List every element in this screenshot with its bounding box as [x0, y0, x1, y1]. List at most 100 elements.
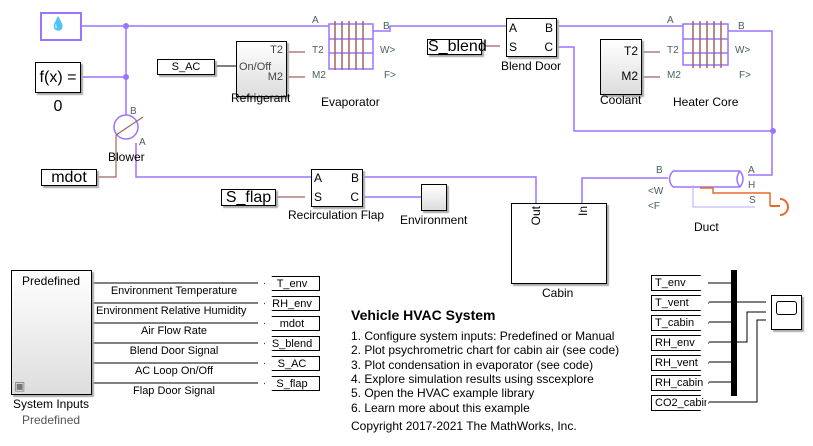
port-b: B — [350, 171, 359, 185]
s-ac-label: S_AC — [171, 61, 201, 73]
mdot-label: mdot — [51, 169, 87, 186]
bus-creator — [731, 270, 737, 396]
from-label: RH_vent — [655, 357, 698, 369]
system-inputs-block[interactable]: Predefined ▣ — [11, 270, 92, 395]
blend-door-block[interactable]: A B S C — [506, 18, 557, 57]
notes-heading: Vehicle HVAC System — [351, 307, 496, 323]
heater-core-label: Heater Core — [673, 95, 739, 109]
droplets-icon: 💧 — [50, 16, 67, 31]
duct-port-a: A — [748, 165, 755, 176]
s-blend-label: S_blend — [428, 38, 487, 55]
signal-label: Environment Temperature — [110, 285, 238, 297]
constraint-label: f(x) = 0 — [39, 69, 77, 115]
port-t2: T2 — [623, 44, 638, 58]
port-b: B — [544, 21, 553, 35]
refrigerant-block[interactable]: On/Off T2 M2 — [236, 41, 287, 97]
evaporator-label: Evaporator — [321, 95, 380, 109]
goto-label: T_env — [276, 278, 308, 290]
note-link[interactable]: 4. Explore simulation results using ssce… — [351, 371, 594, 386]
evap-port-m2: M2 — [312, 70, 326, 81]
from-label: T_env — [655, 277, 686, 289]
blower-label: Blower — [108, 150, 145, 164]
hc-port-t2: T2 — [667, 45, 679, 56]
from-tag[interactable]: CO2_cabin — [651, 395, 709, 411]
port-in: In — [576, 206, 590, 217]
signal-label: Flap Door Signal — [133, 385, 215, 397]
goto-tag[interactable]: T_env — [264, 276, 320, 291]
signal-label: AC Loop On/Off — [134, 365, 214, 377]
duct-port-f: <F — [648, 201, 660, 212]
copyright: Copyright 2017-2021 The MathWorks, Inc. — [351, 419, 577, 433]
system-inputs-label: System Inputs — [13, 397, 90, 411]
goto-label: S_AC — [277, 358, 307, 370]
goto-tag[interactable]: S_flap — [264, 376, 320, 391]
s-ac-from[interactable]: S_AC — [157, 59, 215, 75]
port-m2: M2 — [267, 71, 283, 83]
port-t2: T2 — [270, 44, 283, 56]
blower-port-a: A — [139, 137, 146, 148]
port-s: S — [314, 190, 323, 204]
evaporator-grid — [328, 23, 374, 70]
duct-port-w: <W — [648, 186, 664, 197]
from-label: CO2_cabin — [655, 397, 709, 409]
cabin-block[interactable]: Out In — [511, 203, 607, 284]
recirculation-flap-label: Recirculation Flap — [288, 208, 385, 222]
s-blend-from[interactable]: S_blend — [427, 39, 487, 55]
from-label: T_cabin — [655, 317, 695, 329]
cabin-label: Cabin — [542, 286, 574, 300]
goto-tag[interactable]: mdot — [264, 316, 320, 331]
note-link[interactable]: 3. Plot condensation in evaporator (see … — [351, 357, 594, 372]
port-m2: M2 — [621, 69, 638, 83]
hc-port-f: F> — [739, 70, 751, 81]
evap-port-b: B — [383, 21, 390, 32]
port-a: A — [314, 171, 323, 185]
constraint-block[interactable]: f(x) = 0 — [35, 62, 81, 115]
blower-port-b: B — [130, 106, 137, 117]
evap-port-a: A — [312, 15, 319, 26]
note-link[interactable]: 1. Configure system inputs: Predefined o… — [351, 329, 615, 343]
coolant-block[interactable]: T2 M2 — [600, 39, 642, 95]
from-label: RH_cabin — [655, 377, 704, 389]
s-flap-label: S_flap — [225, 189, 272, 206]
note-link[interactable]: 2. Plot psychrometric chart for cabin ai… — [351, 343, 620, 358]
hc-port-w: W> — [735, 45, 751, 56]
environment-block[interactable] — [421, 184, 447, 211]
goto-tag[interactable]: RH_env — [264, 296, 320, 311]
environment-label: Environment — [400, 213, 468, 227]
from-tag[interactable]: T_cabin — [651, 315, 709, 331]
from-label: T_vent — [655, 297, 689, 309]
from-tag[interactable]: T_env — [651, 275, 709, 291]
note-link[interactable]: 5. Open the HVAC example library — [351, 386, 535, 401]
duct-label: Duct — [694, 220, 719, 234]
from-tag[interactable]: T_vent — [651, 295, 709, 311]
duct-port-h: H — [748, 180, 756, 191]
goto-label: S_blend — [271, 338, 313, 350]
refrigerant-label: Refrigerant — [231, 91, 291, 105]
port-c: C — [350, 190, 359, 204]
goto-tag[interactable]: S_blend — [264, 336, 320, 351]
from-label: RH_env — [655, 337, 695, 349]
hc-port-a: A — [667, 15, 674, 26]
mdot-from[interactable]: mdot — [41, 169, 97, 186]
from-tag[interactable]: RH_cabin — [651, 375, 709, 391]
goto-tag[interactable]: S_AC — [264, 356, 320, 371]
recirculation-flap-block[interactable]: A B S C — [311, 169, 363, 207]
duct-port-b: B — [656, 165, 663, 176]
signal-label: Air Flow Rate — [140, 325, 208, 337]
duct-port-s: S — [749, 195, 756, 206]
from-tag[interactable]: RH_vent — [651, 355, 709, 371]
port-a: A — [509, 21, 518, 35]
evap-port-f: F> — [384, 70, 396, 81]
evap-port-t2: T2 — [312, 45, 324, 56]
system-inputs-header: Predefined — [22, 274, 81, 288]
goto-label: mdot — [279, 318, 305, 330]
goto-label: S_flap — [276, 378, 308, 390]
evap-port-w: W> — [380, 45, 396, 56]
note-link[interactable]: 6. Learn more about this example — [351, 400, 530, 415]
subsystem-icon: ▣ — [14, 379, 26, 393]
scope-block[interactable] — [771, 295, 802, 330]
coolant-label: Coolant — [600, 93, 642, 107]
s-flap-from[interactable]: S_flap — [221, 189, 276, 206]
from-tag[interactable]: RH_env — [651, 335, 709, 351]
